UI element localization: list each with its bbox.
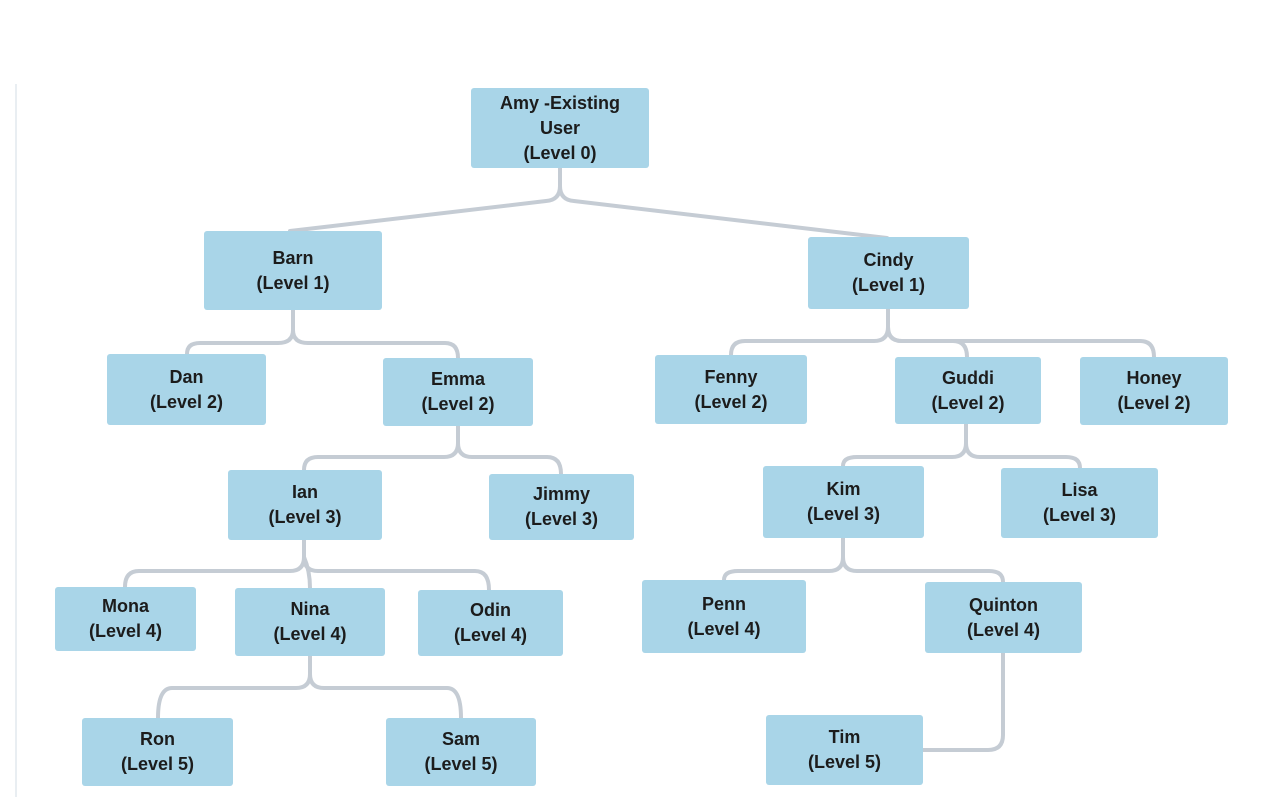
connector-amy-barn <box>288 166 562 233</box>
node-odin-name: Odin <box>470 600 511 620</box>
node-amy-name-1: Amy -Existing <box>499 92 621 113</box>
node-quinton-name: Quinton <box>969 594 1038 615</box>
node-kim-level: (Level 3) <box>806 504 881 524</box>
node-sam-level: (Level 5) <box>424 754 498 774</box>
node-cindy: Cindy (Level 1) <box>808 237 969 309</box>
node-ron-level: (Level 5) <box>120 754 195 774</box>
node-mona-name: Mona <box>102 596 149 616</box>
node-honey: Honey (Level 2) <box>1080 357 1228 425</box>
node-sam: Sam (Level 5) <box>386 718 536 786</box>
node-nina-level: (Level 4) <box>273 624 347 644</box>
node-penn-name: Penn <box>701 593 746 614</box>
node-emma: Emma (Level 2) <box>383 358 533 426</box>
node-penn: Penn (Level 4) <box>642 580 806 653</box>
node-fenny-level: (Level 2) <box>694 391 768 412</box>
node-amy-name-2: User <box>539 117 581 138</box>
node-nina: Nina (Level 4) <box>235 588 385 656</box>
node-kim-name: Kim <box>826 479 861 499</box>
connector-barn-dan <box>185 308 295 356</box>
connector-cindy-fenny <box>729 307 890 357</box>
connector-cindy-honey <box>886 325 1156 359</box>
node-nina-name: Nina <box>290 599 330 619</box>
node-lisa-name: Lisa <box>1061 480 1098 500</box>
node-jimmy-level: (Level 3) <box>524 509 599 529</box>
node-lisa-level: (Level 3) <box>1042 505 1117 525</box>
connector-ian-odin <box>302 555 491 592</box>
node-ian-level: (Level 3) <box>268 507 342 527</box>
node-amy: Amy -Existing User (Level 0) <box>471 88 649 168</box>
node-quinton: Quinton (Level 4) <box>925 582 1082 653</box>
node-barn: Barn (Level 1) <box>204 231 382 310</box>
node-ron: Ron (Level 5) <box>82 718 233 786</box>
node-lisa: Lisa (Level 3) <box>1001 468 1158 538</box>
node-penn-level: (Level 4) <box>687 618 761 639</box>
node-guddi-name: Guddi <box>942 367 994 388</box>
node-jimmy: Jimmy (Level 3) <box>489 474 634 540</box>
node-ian-name: Ian <box>291 482 318 502</box>
connector-kim-quinton <box>841 555 1005 584</box>
connector-nina-ron <box>156 654 312 720</box>
left-edge-rule <box>15 84 17 797</box>
connector-amy-cindy <box>558 184 889 240</box>
node-mona-level: (Level 4) <box>88 621 163 641</box>
node-tim-level: (Level 5) <box>807 752 882 772</box>
node-fenny-name: Fenny <box>704 366 758 387</box>
connector-barn-emma <box>291 328 460 360</box>
node-ian: Ian (Level 3) <box>228 470 382 540</box>
node-tim: Tim (Level 5) <box>766 715 923 785</box>
node-quinton-level: (Level 4) <box>966 619 1041 640</box>
node-barn-name: Barn <box>272 247 314 268</box>
connector-guddi-kim <box>841 422 968 468</box>
node-dan-level: (Level 2) <box>149 391 224 412</box>
node-fenny: Fenny (Level 2) <box>655 355 807 424</box>
connector-nina-sam <box>308 672 463 720</box>
node-dan-name: Dan <box>169 366 204 387</box>
connector-guddi-lisa <box>964 441 1082 470</box>
node-amy-level: (Level 0) <box>523 142 597 163</box>
node-cindy-name: Cindy <box>863 250 914 270</box>
connector-ian-mona <box>123 538 306 589</box>
node-tim-name: Tim <box>828 727 861 747</box>
connector-kim-penn <box>722 536 845 582</box>
connector-emma-jimmy <box>456 441 563 476</box>
node-odin-level: (Level 4) <box>453 625 528 645</box>
node-guddi-level: (Level 2) <box>931 392 1005 413</box>
node-sam-name: Sam <box>441 729 481 749</box>
node-jimmy-name: Jimmy <box>532 484 591 504</box>
node-odin: Odin (Level 4) <box>418 590 563 656</box>
node-mona: Mona (Level 4) <box>55 587 196 651</box>
node-kim: Kim (Level 3) <box>763 466 924 538</box>
node-honey-name: Honey <box>1126 368 1182 388</box>
connector-quinton-tim <box>920 651 1005 752</box>
node-guddi: Guddi (Level 2) <box>895 357 1041 424</box>
node-ron-name: Ron <box>140 729 175 749</box>
node-barn-level: (Level 1) <box>256 272 330 293</box>
node-honey-level: (Level 2) <box>1117 393 1191 413</box>
node-cindy-level: (Level 1) <box>851 275 926 295</box>
node-emma-name: Emma <box>430 369 486 389</box>
connector-emma-ian <box>302 424 460 472</box>
node-dan: Dan (Level 2) <box>107 354 266 425</box>
node-emma-level: (Level 2) <box>421 394 495 414</box>
